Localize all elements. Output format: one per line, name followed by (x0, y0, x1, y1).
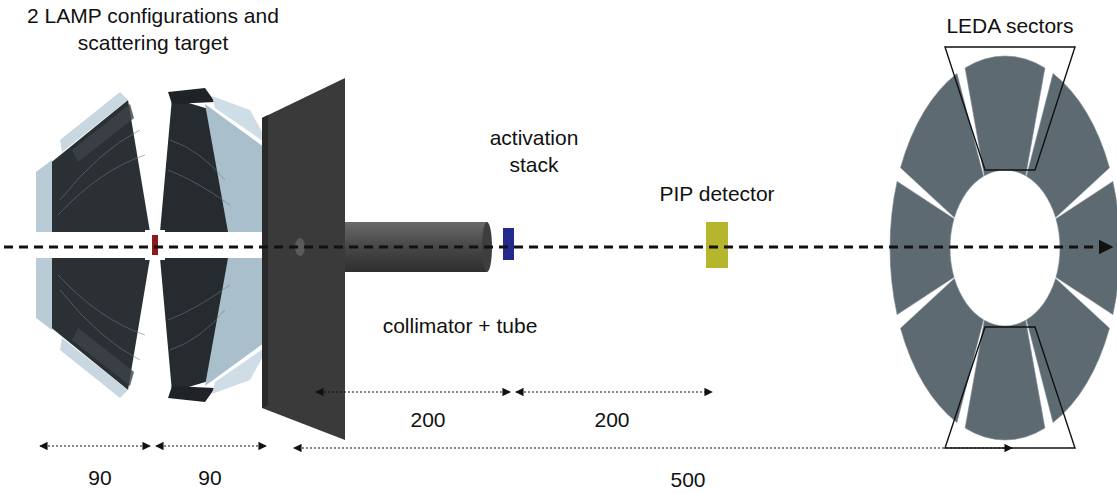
activation-stack (503, 228, 514, 260)
dimension: 200 (398, 406, 458, 433)
shield-plate (262, 78, 345, 440)
dimension: 200 (582, 406, 642, 433)
part-label: PIP detector (637, 180, 797, 207)
setup-title: 2 LAMP configurations and scattering tar… (3, 2, 303, 57)
dimension-lines (40, 392, 1012, 448)
detector-label: LEDA sectors (920, 12, 1100, 39)
lamp-detector (36, 88, 270, 402)
scattering-target (152, 235, 158, 255)
dimension: 90 (185, 464, 235, 491)
pip-detector (706, 222, 728, 268)
part-label: activation stack (479, 124, 589, 179)
dimension: 90 (75, 464, 125, 491)
part-label: collimator + tube (360, 312, 560, 339)
beam-axis (4, 246, 1112, 249)
dimension: 500 (658, 466, 718, 493)
leda-sector (901, 74, 984, 218)
